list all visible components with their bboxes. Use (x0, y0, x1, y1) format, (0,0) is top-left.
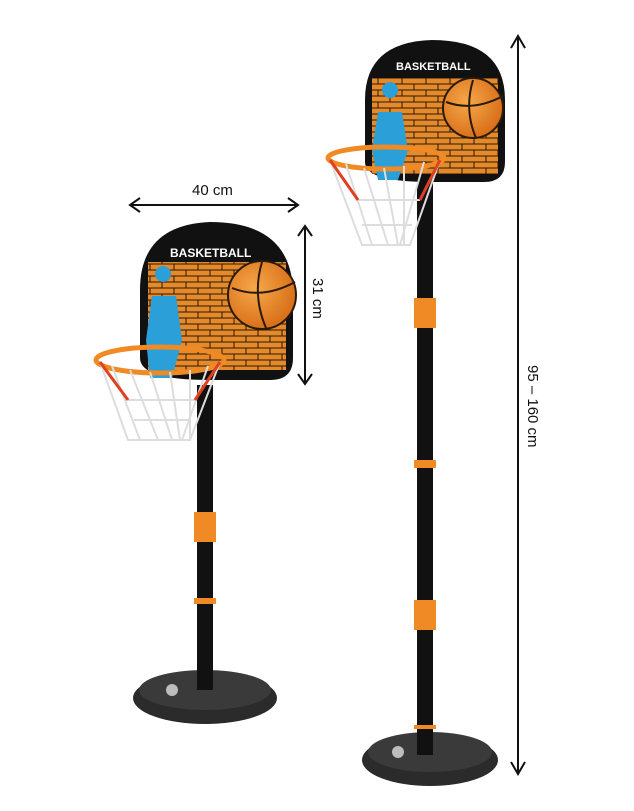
width-dimension: 40 cm (128, 182, 300, 213)
tall-ball-graphic (442, 77, 504, 139)
small-backboard-text: BASKETBALL (170, 246, 251, 260)
tall-net (329, 159, 441, 246)
board-height-label: 31 cm (309, 278, 326, 319)
total-height-label: 95 – 160 cm (524, 365, 541, 448)
small-hoop-stand: BASKETBALL (93, 222, 297, 724)
tall-hoop-stand: BASKETBALL (325, 40, 505, 786)
small-player-silhouette (146, 266, 182, 378)
tall-rim (325, 144, 447, 172)
small-net (99, 361, 221, 441)
total-height-dimension: 95 – 160 cm (510, 34, 541, 776)
small-rim (93, 344, 227, 376)
tall-player-silhouette (372, 82, 408, 180)
board-height-dimension: 31 cm (297, 224, 326, 386)
small-ball-graphic (227, 260, 297, 330)
tall-backboard-text: BASKETBALL (396, 61, 471, 73)
width-label: 40 cm (192, 182, 233, 199)
